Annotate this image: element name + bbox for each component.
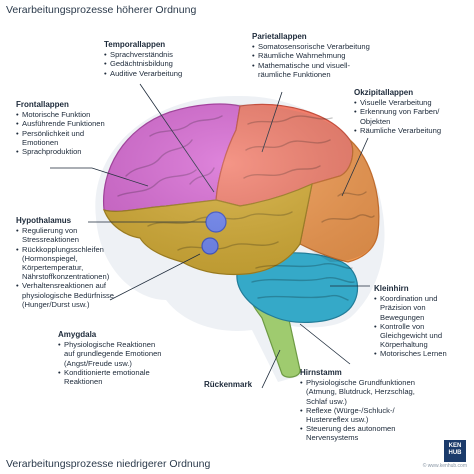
list-item: Steuerung des autonomen (300, 424, 415, 433)
temporal-lobe-title: Temporallappen (104, 40, 166, 49)
frontal-lobe-block: Frontallappen Motorische FunktionAusführ… (16, 100, 105, 156)
list-item: Präzision von (380, 303, 426, 313)
list-item: Kontrolle von (374, 322, 447, 331)
occipital-lobe-list: Visuelle VerarbeitungErkennung von Farbe… (354, 98, 441, 135)
list-item: Physiologische Reaktionen (58, 340, 162, 349)
occipital-lobe-block: Okzipitallappen Visuelle VerarbeitungErk… (354, 88, 441, 135)
title-higher-order: Verarbeitungsprozesse höherer Ordnung (6, 4, 197, 16)
list-item: Sprachproduktion (16, 147, 105, 156)
list-item: Bewegungen (380, 312, 425, 322)
list-item: (Angst/Freude usw.) (64, 358, 132, 368)
logo-line-2: HUB (448, 450, 462, 456)
list-item: (Hormonspiegel, (22, 253, 78, 263)
list-item: Körperhaltung (380, 340, 428, 350)
list-item: auf grundlegende Emotionen (64, 349, 162, 359)
list-item: Verhaltensreaktionen auf (16, 281, 114, 290)
list-item: Mathematische und visuell- (252, 61, 370, 70)
list-item: Auditive Verarbeitung (104, 69, 182, 78)
list-item: Räumliche Wahrnehmung (252, 51, 370, 60)
list-item: räumliche Funktionen (258, 69, 331, 79)
list-item: Physiologische Grundfunktionen (300, 378, 415, 387)
temporal-lobe-list: SprachverständnisGedächtnisbildungAuditi… (104, 50, 182, 78)
list-item: Sprachverständnis (104, 50, 182, 59)
list-item: Koordination und (374, 294, 447, 303)
list-item: Gedächtnisbildung (104, 59, 182, 68)
list-item: Gleichgewicht und (380, 331, 443, 341)
hypothalamus-list: Regulierung vonStressreaktionenRückkoppl… (16, 226, 114, 309)
list-item: Visuelle Verarbeitung (354, 98, 441, 107)
spinal-cord-title: Rückenmark (204, 380, 253, 389)
list-item: Konditionierte emotionale (58, 368, 162, 377)
list-item: Ausführende Funktionen (16, 119, 105, 128)
title-lower-order: Verarbeitungsprozesse niedrigerer Ordnun… (6, 458, 211, 470)
list-item: physiologische Bedürfnisse (22, 290, 115, 300)
list-item: Reaktionen (64, 377, 103, 387)
parietal-lobe-block: Parietallappen Somatosensorische Verarbe… (252, 32, 370, 79)
list-item: Rückkopplungsschleifen (16, 245, 114, 254)
spinal-cord-block: Rückenmark (204, 380, 252, 390)
list-item: Schlaf usw.) (306, 396, 347, 406)
list-item: Motorische Funktion (16, 110, 105, 119)
list-item: Nährstoffkonzentrationen) (22, 272, 110, 282)
list-item: (Atmung, Blutdruck, Herzschlag, (306, 387, 415, 397)
temporal-lobe-block: Temporallappen SprachverständnisGedächtn… (104, 40, 182, 78)
list-item: Hustenreflex usw.) (306, 415, 369, 425)
hypothalamus-marker (205, 211, 227, 233)
list-item: Räumliche Verarbeitung (354, 126, 441, 135)
logo-line-1: KEN (448, 443, 462, 449)
list-item: Regulierung von (16, 226, 114, 235)
brainstem-title: Hirnstamm (300, 368, 342, 377)
copyright-watermark: © www.kenhub.com (422, 463, 467, 469)
list-item: Reflexe (Würge-/Schluck-/ (300, 406, 415, 415)
brainstem-list: Physiologische Grundfunktionen(Atmung, B… (300, 378, 415, 442)
list-item: Stressreaktionen (22, 235, 79, 245)
amygdala-marker (201, 237, 219, 255)
list-item: (Hunger/Durst usw.) (22, 299, 90, 309)
list-item: Motorisches Lernen (374, 349, 447, 358)
kenhub-logo: KEN HUB (444, 440, 466, 462)
list-item: Somatosensorische Verarbeitung (252, 42, 370, 51)
frontal-lobe-list: Motorische FunktionAusführende Funktione… (16, 110, 105, 156)
cerebellum-title: Kleinhirn (374, 284, 409, 293)
list-item: Nervensystems (306, 433, 359, 443)
list-item: Emotionen (22, 137, 59, 147)
list-item: Erkennung von Farben/ (354, 107, 441, 116)
occipital-lobe-title: Okzipitallappen (354, 88, 414, 97)
frontal-lobe-title: Frontallappen (16, 100, 69, 109)
parietal-lobe-list: Somatosensorische VerarbeitungRäumliche … (252, 42, 370, 79)
list-item: Persönlichkeit und (16, 129, 105, 138)
amygdala-title: Amygdala (58, 330, 97, 339)
hypothalamus-block: Hypothalamus Regulierung vonStressreakti… (16, 216, 114, 309)
brainstem-block: Hirnstamm Physiologische Grundfunktionen… (300, 368, 415, 443)
list-item: Körpertemperatur, (22, 263, 84, 273)
list-item: Objekten (360, 116, 391, 126)
hypothalamus-title: Hypothalamus (16, 216, 72, 225)
parietal-lobe-title: Parietallappen (252, 32, 307, 41)
